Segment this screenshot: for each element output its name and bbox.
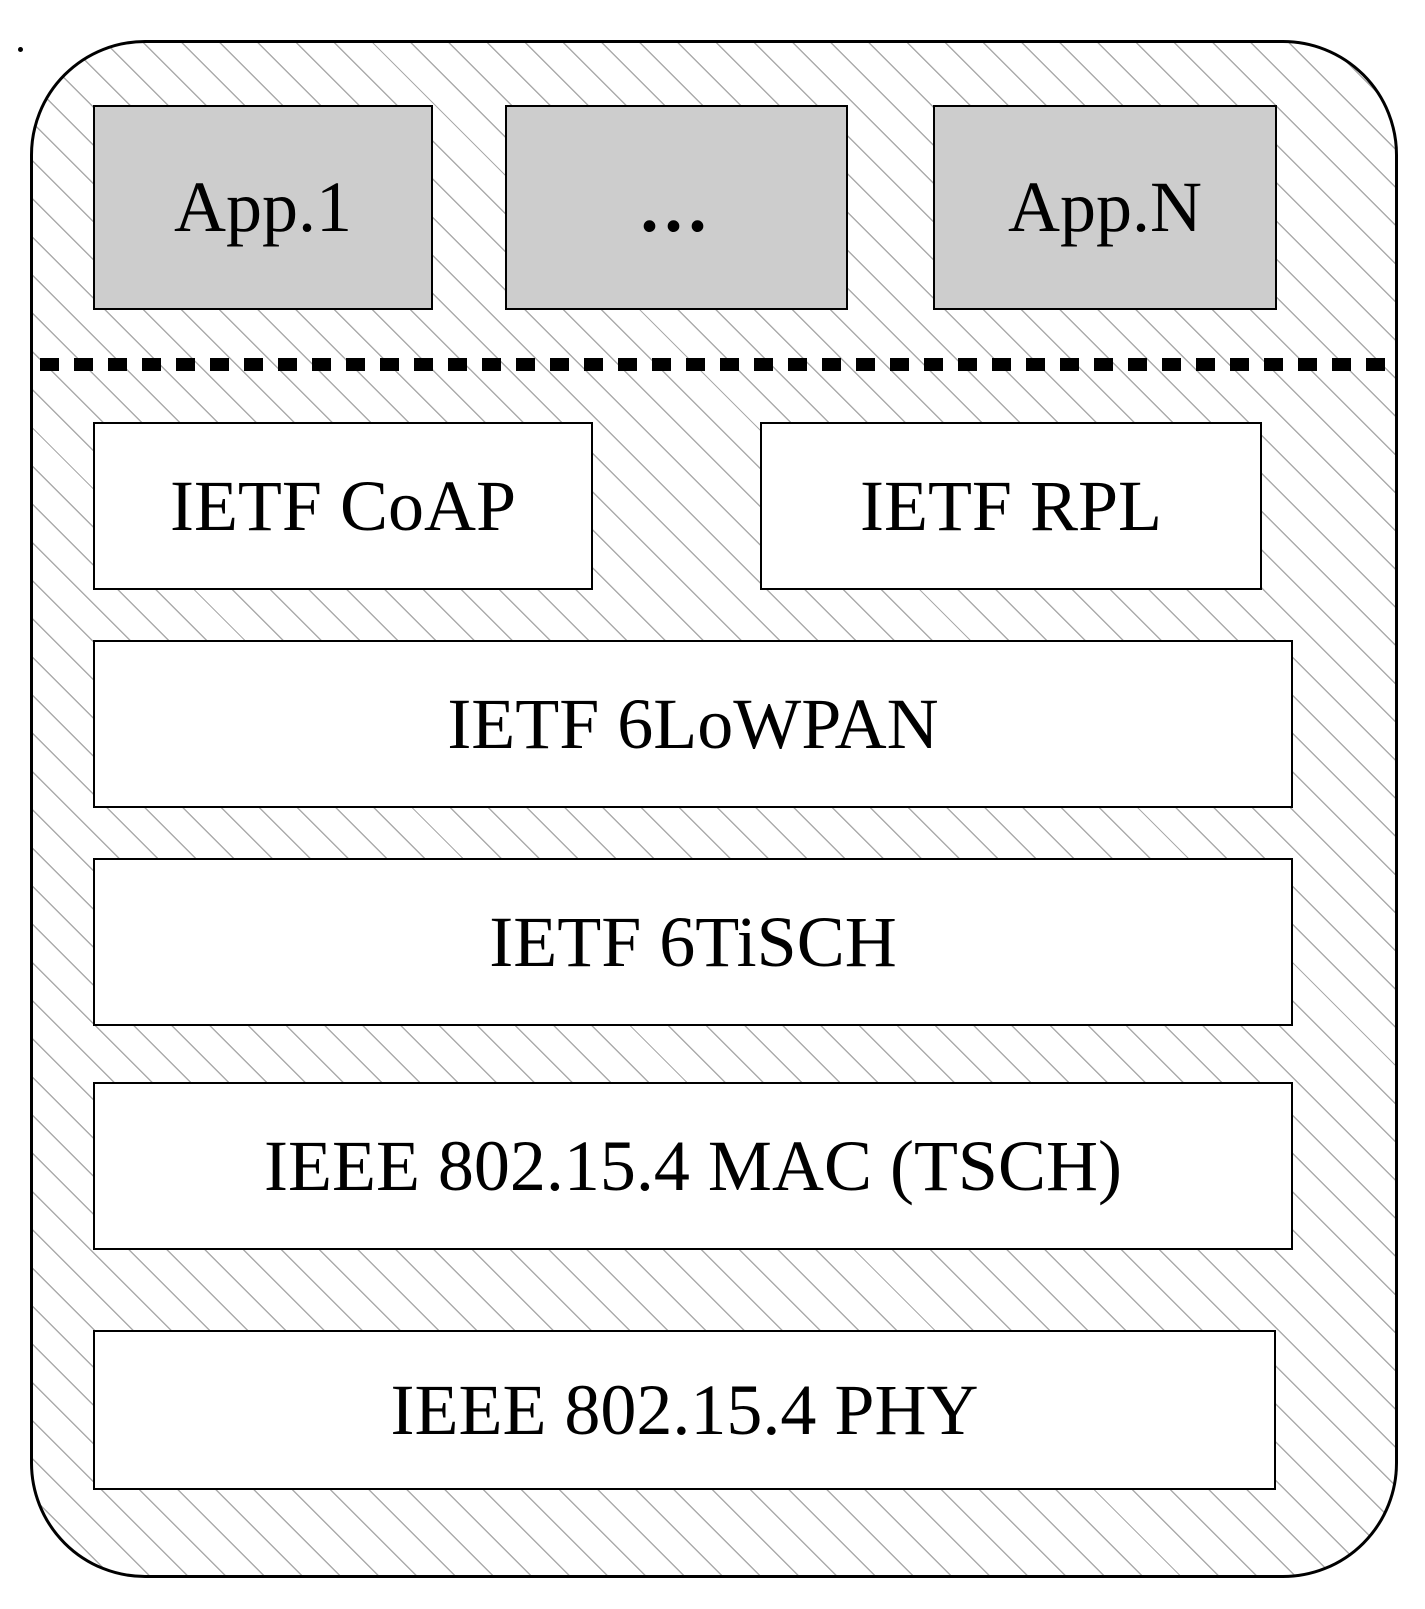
app-box-n: App.N (933, 105, 1277, 310)
layer-box-rpl: IETF RPL (760, 422, 1262, 590)
layer-box-phy: IEEE 802.15.4 PHY (93, 1330, 1276, 1490)
app-box-ellipsis: ... (505, 105, 848, 310)
layer-box-mac-label: IEEE 802.15.4 MAC (TSCH) (264, 1125, 1122, 1206)
layer-box-phy-label: IEEE 802.15.4 PHY (390, 1369, 979, 1450)
layer-box-6tisch: IETF 6TiSCH (93, 858, 1293, 1026)
layer-box-rpl-label: IETF RPL (859, 465, 1163, 546)
layer-box-coap: IETF CoAP (93, 422, 593, 590)
dashed-separator-line (40, 358, 1392, 371)
app-box-n-label: App.N (1008, 167, 1202, 247)
app-box-1: App.1 (93, 105, 433, 310)
stray-dot (18, 47, 23, 52)
app-box-1-label: App.1 (174, 167, 352, 247)
layer-box-mac: IEEE 802.15.4 MAC (TSCH) (93, 1082, 1293, 1250)
layer-box-coap-label: IETF CoAP (169, 465, 517, 546)
layer-box-6lowpan-label: IETF 6LoWPAN (447, 683, 939, 764)
app-box-ellipsis-label: ... (640, 167, 713, 247)
layer-box-6tisch-label: IETF 6TiSCH (489, 901, 897, 982)
layer-box-6lowpan: IETF 6LoWPAN (93, 640, 1293, 808)
